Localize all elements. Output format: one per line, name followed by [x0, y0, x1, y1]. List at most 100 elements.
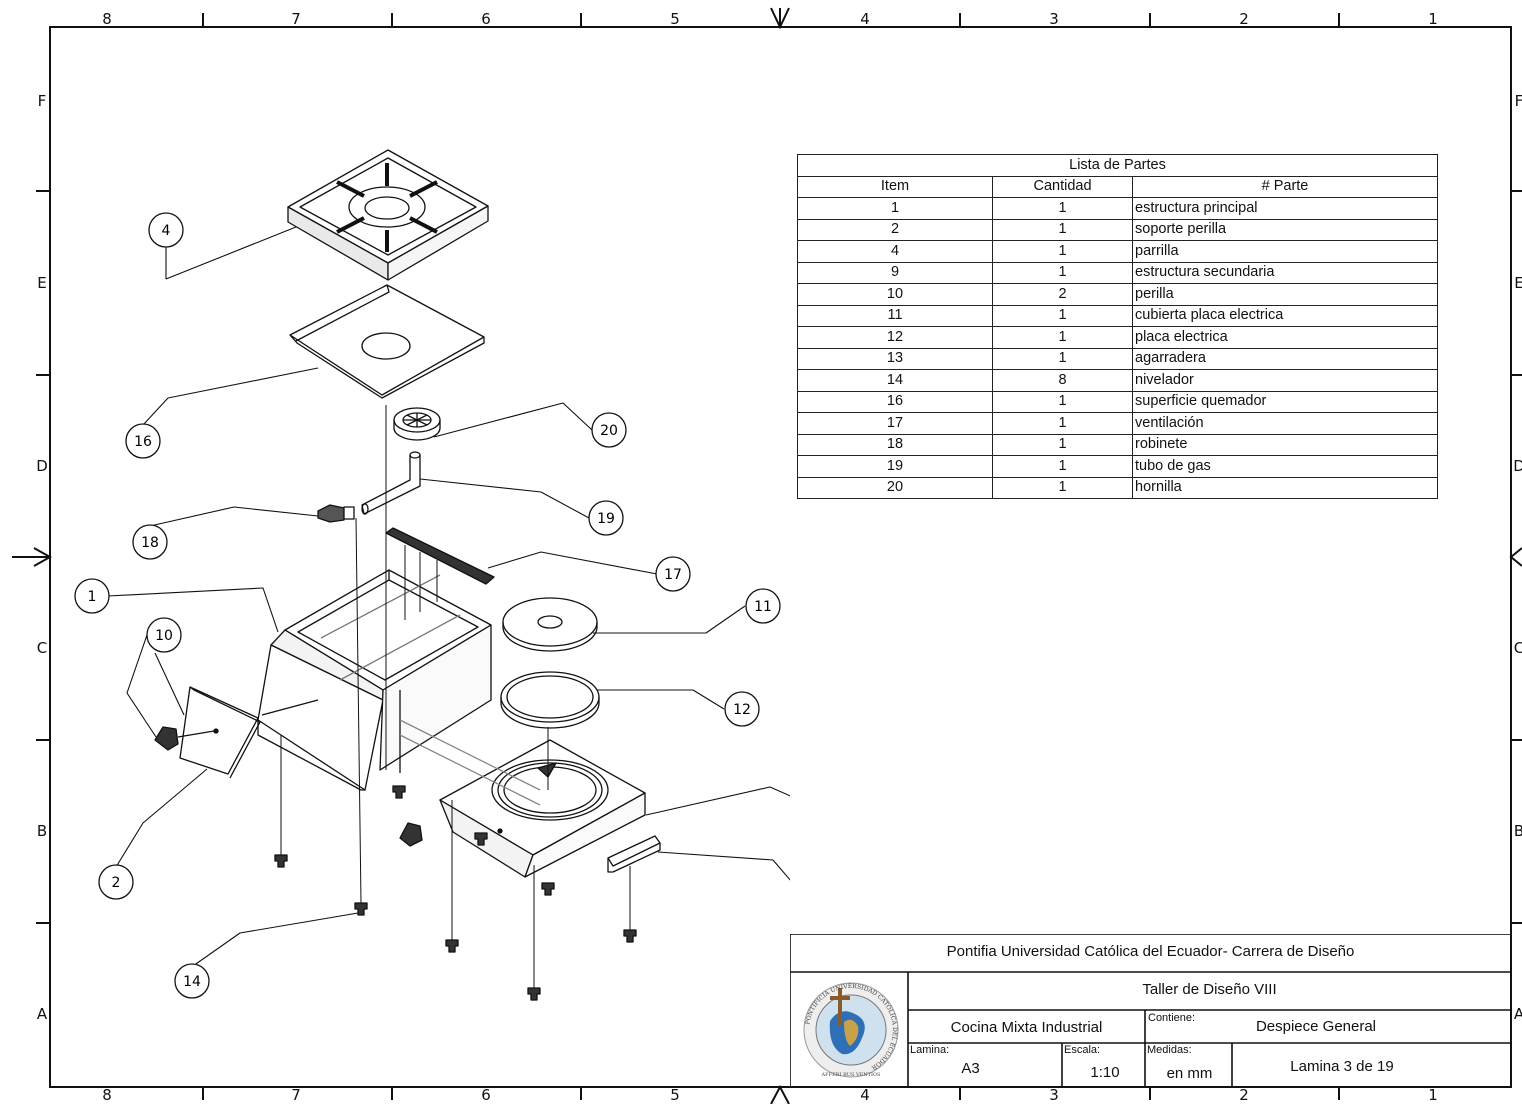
part-name-cell: tubo de gas — [1132, 455, 1438, 478]
item-balloon: 17 — [655, 556, 691, 592]
item-balloon: 2 — [98, 864, 134, 900]
item-number-cell: 13 — [797, 347, 993, 370]
part-name-cell: estructura secundaria — [1132, 261, 1438, 284]
item-balloon: 18 — [132, 524, 168, 560]
quantity-cell: 1 — [992, 476, 1133, 499]
item-balloon: 4 — [148, 212, 184, 248]
item-balloon: 19 — [588, 500, 624, 536]
item-number-cell: 17 — [797, 412, 993, 435]
part-main-structure — [257, 569, 492, 791]
quantity-cell: 1 — [992, 412, 1133, 435]
item-balloon: 12 — [724, 691, 760, 727]
exploded-view: 416201918171101112291314 — [74, 149, 790, 1001]
parts-list-header-part: # Parte — [1132, 175, 1438, 198]
zone-col-2-top: 2 — [1239, 10, 1249, 28]
item-balloon-label: 17 — [664, 567, 682, 583]
quantity-cell: 2 — [992, 283, 1133, 306]
quantity-cell: 1 — [992, 240, 1133, 263]
zone-row-a-left: A — [36, 1005, 48, 1023]
title-block-grid — [790, 934, 1511, 1087]
part-name-cell: estructura principal — [1132, 197, 1438, 220]
zone-col-1-bottom: 1 — [1428, 1086, 1438, 1104]
part-knob-left — [154, 726, 215, 751]
sheet-value: A3 — [961, 1060, 980, 1077]
quantity-cell: 1 — [992, 261, 1133, 284]
item-number-cell: 14 — [797, 369, 993, 392]
zone-col-7-top: 7 — [291, 10, 301, 28]
part-burner — [393, 407, 441, 441]
contains-label: Contiene: — [1148, 1012, 1196, 1024]
part-hotplate-cover — [502, 597, 598, 652]
item-balloon-label: 12 — [733, 702, 751, 718]
item-number-cell: 9 — [797, 261, 993, 284]
part-hotplate — [500, 671, 600, 729]
quantity-cell: 1 — [992, 326, 1133, 349]
units-label: Medidas: — [1147, 1044, 1192, 1056]
parts-list-header-quantity: Cantidad — [992, 175, 1133, 198]
item-number-cell: 16 — [797, 390, 993, 413]
institution-name: Pontifia Universidad Católica del Ecuado… — [946, 943, 1355, 960]
item-number-cell: 19 — [797, 455, 993, 478]
part-secondary-structure — [399, 719, 646, 878]
zone-col-1-top: 1 — [1428, 10, 1438, 28]
zone-row-f-left: F — [37, 92, 47, 110]
quantity-cell: 1 — [992, 197, 1133, 220]
quantity-cell: 8 — [992, 369, 1133, 392]
zone-row-e-left: E — [37, 274, 47, 292]
part-ventilation — [385, 527, 495, 585]
item-balloon-label: 19 — [597, 511, 615, 527]
item-balloon: 11 — [745, 588, 781, 624]
assembly-lines — [280, 405, 631, 988]
svg-text:AFFERI BUS VENTIOS: AFFERI BUS VENTIOS — [821, 1072, 881, 1078]
zone-col-6-bottom: 6 — [481, 1086, 491, 1104]
item-balloon: 10 — [146, 617, 182, 653]
part-name-cell: superficie quemador — [1132, 390, 1438, 413]
title-block: PONTIFICIA UNIVERSIDAD CATÓLICA DEL ECUA… — [790, 934, 1511, 1087]
scale-value: 1:10 — [1090, 1064, 1120, 1081]
quantity-cell: 1 — [992, 433, 1133, 456]
part-name-cell: nivelador — [1132, 369, 1438, 392]
zone-col-8-top: 8 — [102, 10, 112, 28]
parts-list-title: Lista de Partes — [797, 154, 1438, 177]
item-balloon: 14 — [174, 963, 210, 999]
part-name-cell: soporte perilla — [1132, 218, 1438, 241]
item-balloon-label: 11 — [754, 599, 772, 615]
zone-row-d-right: D — [1513, 457, 1522, 475]
zone-col-6-top: 6 — [481, 10, 491, 28]
item-number-cell: 4 — [797, 240, 993, 263]
item-balloon-label: 20 — [600, 423, 618, 439]
part-name-cell: hornilla — [1132, 476, 1438, 499]
part-name-cell: robinete — [1132, 433, 1438, 456]
part-valve — [317, 504, 355, 523]
zone-col-5-bottom: 5 — [670, 1086, 680, 1104]
zone-col-7-bottom: 7 — [291, 1086, 301, 1104]
parts-list-header-item: Item — [797, 175, 993, 198]
part-name-cell: ventilación — [1132, 412, 1438, 435]
sheet-count: Lamina 3 de 19 — [1290, 1058, 1394, 1075]
zone-col-4-bottom: 4 — [860, 1086, 870, 1104]
item-balloon-label: 14 — [183, 974, 201, 990]
zone-col-8-bottom: 8 — [102, 1086, 112, 1104]
part-knob-right — [399, 822, 423, 847]
project-name: Cocina Mixta Industrial — [950, 1019, 1103, 1036]
item-number-cell: 20 — [797, 476, 993, 499]
quantity-cell: 1 — [992, 455, 1133, 478]
part-handle — [607, 835, 661, 873]
zone-col-2-bottom: 2 — [1239, 1086, 1249, 1104]
item-number-cell: 10 — [797, 283, 993, 306]
item-balloon-label: 18 — [141, 535, 159, 551]
contains-value: Despiece General — [1255, 1018, 1377, 1035]
item-balloons: 416201918171101112291314 — [74, 212, 781, 999]
sheet-label: Lamina: — [910, 1044, 950, 1056]
part-burner-surface — [289, 284, 485, 399]
